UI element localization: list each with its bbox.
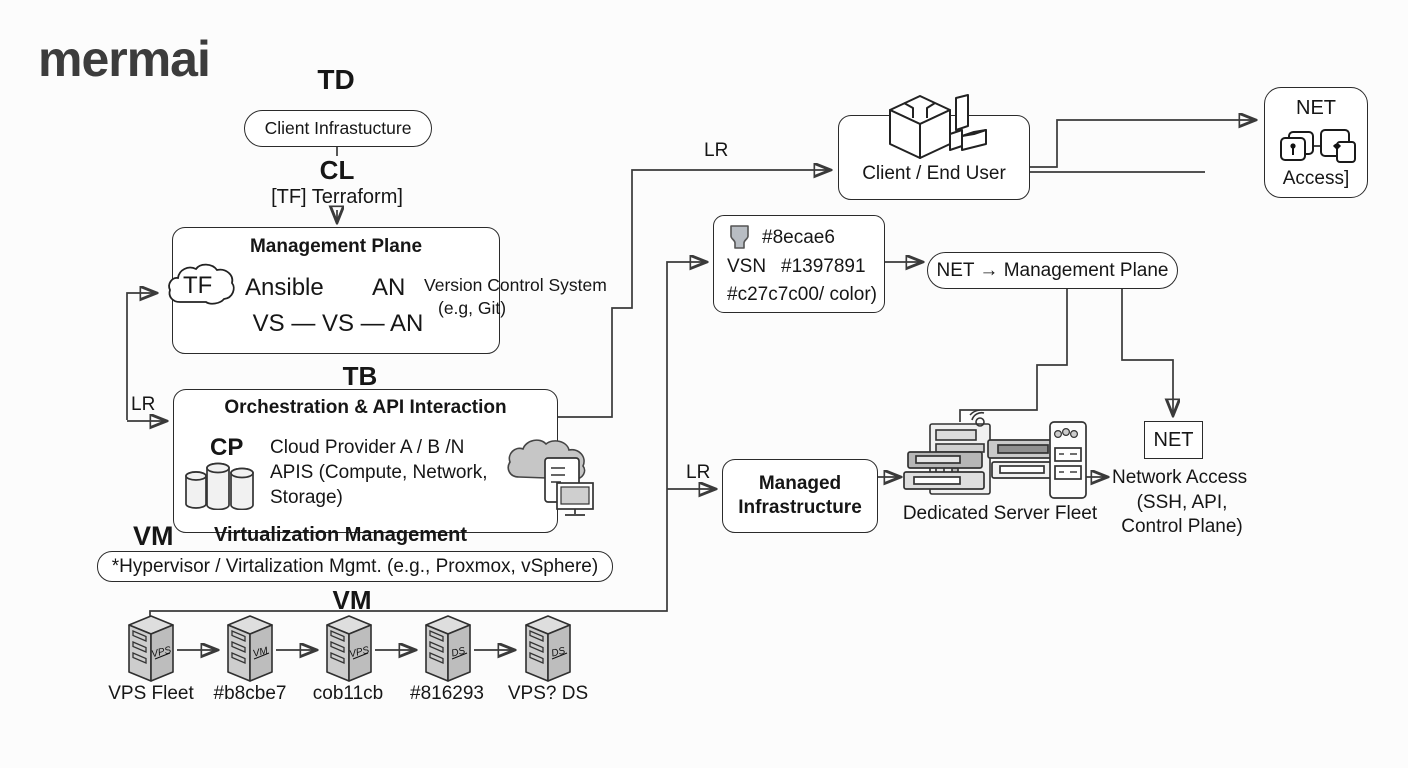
vsn-line2-value: #1397891 bbox=[781, 256, 866, 277]
orchestration-cp-label: CP bbox=[210, 434, 244, 461]
orchestration-line3: Storage) bbox=[270, 487, 343, 508]
net-management-plane-label: NET → Management Plane bbox=[936, 259, 1169, 281]
edge-label-lr-managed: LR bbox=[686, 462, 711, 483]
orchestration-line1: Cloud Provider A / B /N bbox=[270, 437, 465, 458]
packages-icon bbox=[880, 88, 992, 162]
management-plane-vs-row: VS — VS — AN bbox=[252, 310, 424, 337]
server-fleet-icon bbox=[900, 409, 1100, 506]
client-end-user-label: Client / End User bbox=[862, 163, 1006, 184]
vm-caption: VM bbox=[133, 521, 174, 551]
virtualization-management-label: Virtualization Management bbox=[214, 524, 468, 546]
node-managed-infrastructure: Managed Infrastructure bbox=[722, 459, 878, 533]
server-tower-icon-2: VM bbox=[226, 614, 274, 684]
server-badge-2: VM bbox=[252, 645, 270, 659]
heading-tb: TB bbox=[342, 361, 378, 391]
server-tower-icon-1: VPS bbox=[127, 614, 175, 684]
client-infrastructure-label: Client Infrastucture bbox=[264, 118, 412, 138]
cloud-server-icon bbox=[505, 435, 597, 517]
server-label-1: VPS Fleet bbox=[108, 683, 194, 704]
server-badge-3: VPS bbox=[348, 645, 370, 661]
server-tower-icon-5: DS bbox=[524, 614, 572, 684]
edge-label-lr-left: LR bbox=[131, 394, 156, 415]
heading-cl: CL bbox=[319, 155, 355, 185]
node-hypervisor: *Hypervisor / Virtalization Mgmt. (e.g.,… bbox=[97, 551, 613, 582]
node-net-management-plane: NET → Management Plane bbox=[927, 252, 1178, 289]
lock-documents-icon bbox=[1277, 126, 1357, 170]
label-tf-terraform: [TF] Terraform] bbox=[271, 186, 403, 208]
net-access-title: NET bbox=[1296, 97, 1336, 119]
server-label-4: #816293 bbox=[410, 683, 484, 704]
vcs-label-line2: (e.g, Git) bbox=[438, 298, 507, 318]
managed-infra-line1: Managed bbox=[758, 473, 842, 495]
node-net-box: NET bbox=[1144, 421, 1203, 459]
heading-vm-row: VM bbox=[332, 585, 372, 615]
vsn-line3: #c27c7c00/ color) bbox=[727, 284, 877, 305]
managed-infra-line2: Infrastructure bbox=[738, 497, 862, 518]
server-tower-icon-4: DS bbox=[424, 614, 472, 684]
node-client-infrastructure: Client Infrastucture bbox=[244, 110, 432, 147]
management-plane-title: Management Plane bbox=[249, 236, 423, 257]
server-fleet-label: Dedicated Server Fleet bbox=[902, 503, 1098, 524]
vcs-label-line1: Version Control System bbox=[424, 275, 607, 295]
edge-label-lr-top: LR bbox=[704, 140, 729, 161]
server-badge-1: VPS bbox=[150, 645, 172, 661]
node-orchestration: Orchestration & API Interaction bbox=[173, 389, 558, 533]
net-access-label: Access] bbox=[1282, 168, 1350, 189]
server-label-2: #b8cbe7 bbox=[213, 683, 287, 704]
terraform-cloud-icon bbox=[166, 262, 236, 308]
server-badge-4: DS bbox=[450, 645, 466, 659]
management-plane-ansible-label: Ansible bbox=[245, 274, 324, 301]
shield-icon bbox=[728, 224, 751, 250]
server-badge-5: DS bbox=[550, 645, 566, 659]
hypervisor-label: *Hypervisor / Virtalization Mgmt. (e.g.,… bbox=[111, 555, 599, 577]
net-box-label: NET bbox=[1153, 428, 1194, 451]
management-plane-an-label: AN bbox=[372, 274, 406, 301]
network-access-line1: Network Access bbox=[1112, 467, 1248, 488]
server-tower-icon-3: VPS bbox=[325, 614, 373, 684]
management-plane-tf-label: TF bbox=[183, 272, 213, 299]
vsn-line1: #8ecae6 bbox=[762, 227, 835, 248]
node-client-end-user: Client / End User bbox=[838, 115, 1030, 200]
heading-td: TD bbox=[317, 64, 355, 95]
network-access-line2: (SSH, API, bbox=[1136, 492, 1228, 513]
vsn-line2-prefix: VSN bbox=[727, 256, 767, 277]
network-access-line3: Control Plane) bbox=[1121, 516, 1243, 537]
mermaid-logo: mermai bbox=[38, 31, 211, 87]
orchestration-line2: APIS (Compute, Network, bbox=[270, 462, 488, 483]
orchestration-title: Orchestration & API Interaction bbox=[224, 397, 507, 418]
server-label-5: VPS? DS bbox=[507, 683, 589, 704]
database-cylinders-icon bbox=[183, 456, 257, 511]
server-label-3: cob11cb bbox=[312, 683, 384, 704]
